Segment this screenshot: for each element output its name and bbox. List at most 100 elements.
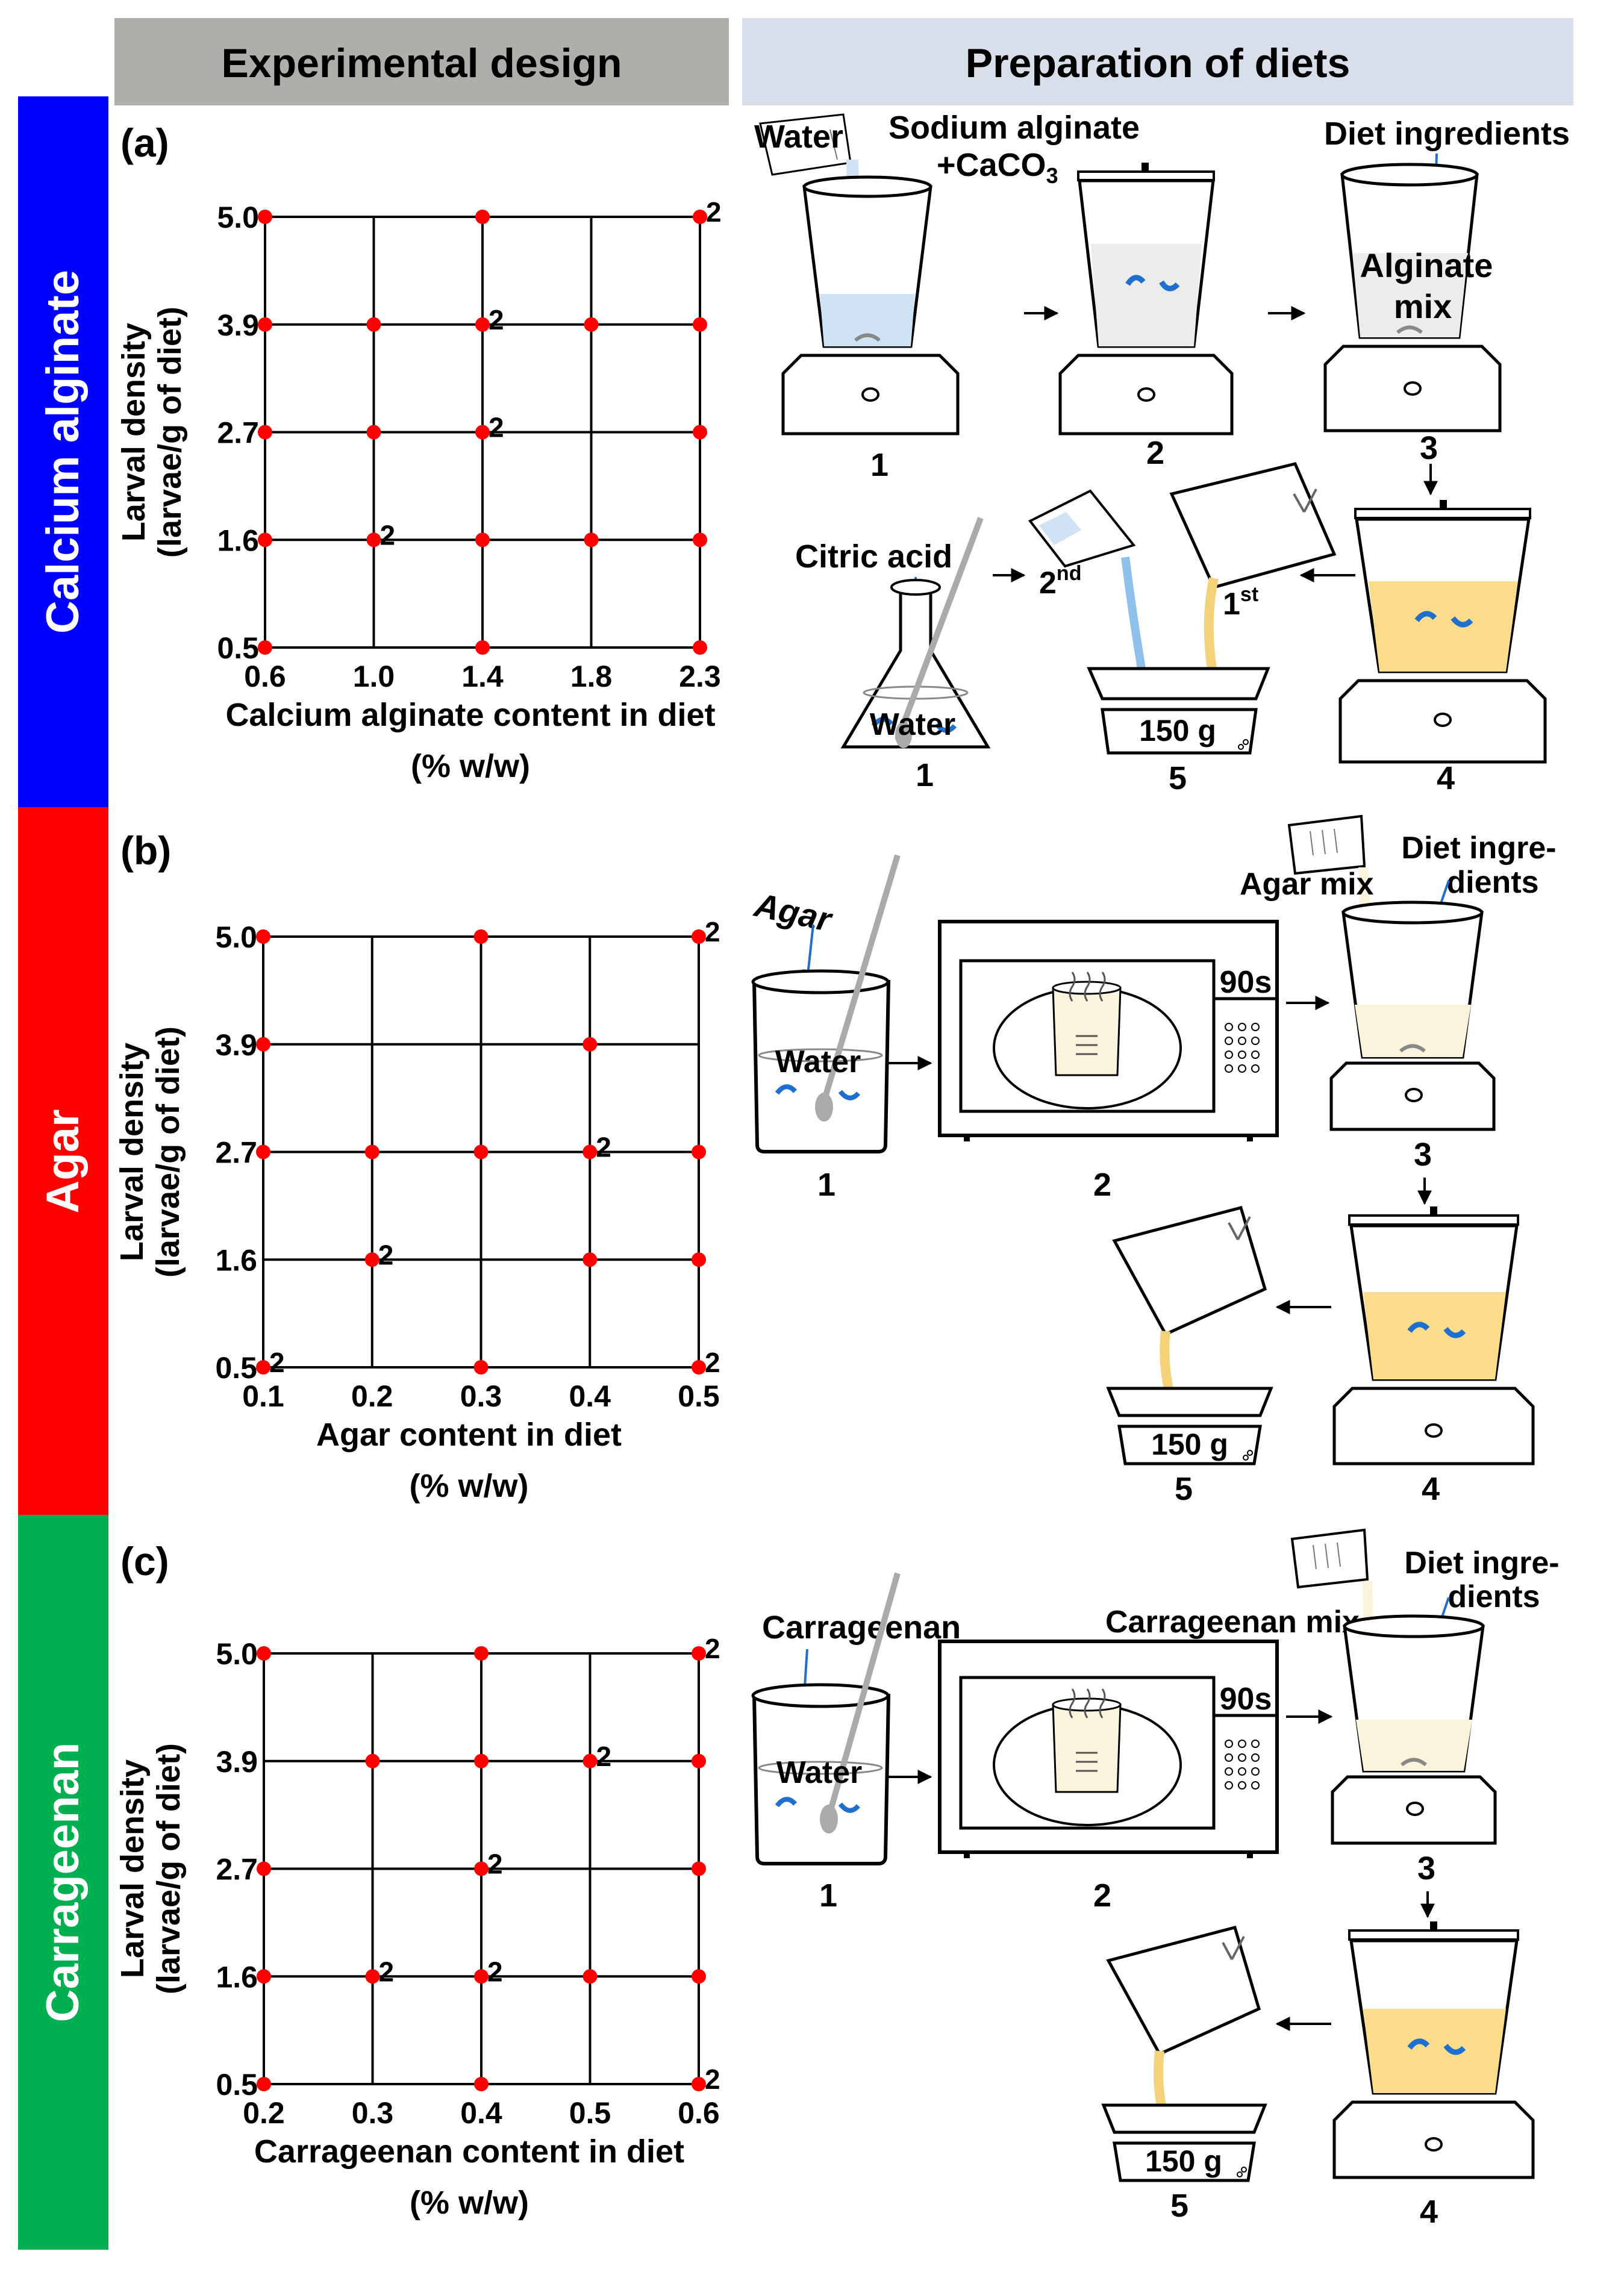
design-point <box>692 1646 706 1661</box>
design-point <box>475 532 490 548</box>
design-point <box>584 532 599 548</box>
design-point <box>365 1969 380 1984</box>
design-point <box>364 1252 379 1267</box>
y-tick-label: 2.7 <box>216 1853 258 1887</box>
design-point <box>692 1252 706 1267</box>
step-b3: 3 <box>1414 1137 1432 1173</box>
flask-icon <box>840 517 991 749</box>
design-point <box>475 210 490 224</box>
liquid-stream <box>1121 557 1146 670</box>
design-point <box>473 929 489 944</box>
step-b2: 2 <box>1093 1167 1111 1203</box>
step-c2: 2 <box>1093 1877 1111 1914</box>
y-tick-label: 1.6 <box>215 1243 257 1277</box>
x-axis-unit: (% w/w) <box>410 2185 529 2221</box>
x-axis-unit: (% w/w) <box>410 1468 529 1504</box>
diet-stream <box>1204 577 1219 670</box>
design-point <box>582 1969 598 1984</box>
design-point <box>366 532 381 548</box>
design-point <box>258 210 272 224</box>
replicate-label: 2 <box>705 916 720 947</box>
header-experimental-design: Experimental design <box>114 18 729 105</box>
scale-reading-b: 150 g <box>1151 1428 1228 1461</box>
y-tick-label: 2.7 <box>215 1136 257 1170</box>
label-agar-mix: Agar mix <box>1240 867 1374 902</box>
design-point <box>473 1144 489 1159</box>
prep-agar: Agar Water 1 <box>751 814 1557 1507</box>
x-axis-label: Agar content in diet <box>316 1417 622 1453</box>
label-caco3: +CaCO3 <box>937 147 1058 188</box>
design-point <box>257 1646 271 1661</box>
label-diet-line2-c: dients <box>1448 1579 1540 1614</box>
design-point <box>692 1144 706 1159</box>
y-tick-label: 2.7 <box>217 416 259 450</box>
scale-reading-c: 150 g <box>1145 2144 1222 2178</box>
design-point <box>474 1969 489 1984</box>
band-calcium-alginate: Calcium alginate <box>18 96 108 807</box>
y-axis-label: Larval density <box>114 1759 151 1978</box>
label-water: Water <box>754 119 843 155</box>
design-point <box>693 425 707 440</box>
design-point <box>473 1360 489 1375</box>
blender-icon <box>1332 1206 1535 1465</box>
design-point <box>258 640 272 655</box>
header-preparation-of-diets: Preparation of diets <box>742 18 1573 105</box>
replicate-label: 2 <box>489 412 504 443</box>
x-tick-label: 0.4 <box>569 1379 611 1413</box>
label-beaker-water-c: Water <box>776 1755 863 1790</box>
y-tick-label: 5.0 <box>215 920 257 954</box>
x-tick-label: 1.8 <box>570 660 613 693</box>
design-point <box>693 317 707 332</box>
replicate-label: 2 <box>596 1132 611 1163</box>
microwave-icon <box>938 920 1279 1141</box>
design-point <box>256 1037 270 1052</box>
prep-carrageenan: Carrageenan Water 1 <box>751 1528 1560 2230</box>
step-b1: 1 <box>817 1167 835 1203</box>
label-mix: mix <box>1394 287 1452 325</box>
scale-icon <box>1101 2103 1267 2182</box>
x-tick-label: 1.4 <box>461 660 504 693</box>
label-second: 2nd <box>1039 562 1081 601</box>
band-label-carrageenan: Carrageenan <box>37 1743 89 2023</box>
design-point <box>256 1144 270 1159</box>
scale-icon <box>1087 667 1270 755</box>
y-tick-label: 1.6 <box>216 1960 258 1994</box>
y-tick-label: 5.0 <box>216 1637 258 1671</box>
step-c1: 1 <box>819 1877 837 1914</box>
prep-calcium-alginate: Water Sodium alginate +CaCO3 1 2 <box>754 110 1570 796</box>
replicate-label: 2 <box>380 519 396 551</box>
replicate-label: 2 <box>269 1347 285 1378</box>
design-point <box>582 1252 598 1267</box>
label-citric-acid: Citric acid <box>795 538 952 575</box>
y-tick-label: 1.6 <box>217 523 259 557</box>
replicate-label: 2 <box>705 1633 720 1664</box>
x-tick-label: 0.2 <box>243 2096 285 2130</box>
design-point <box>364 1144 379 1159</box>
design-point <box>475 425 490 440</box>
blender-icon <box>1331 1614 1497 1845</box>
replicate-label: 2 <box>706 196 722 228</box>
design-point <box>257 1969 271 1984</box>
design-point <box>258 532 272 548</box>
label-carrageenan: Carrageenan <box>762 1609 961 1646</box>
design-point <box>256 929 270 944</box>
design-point <box>582 1753 598 1768</box>
y-axis-label: Larval density <box>116 323 152 542</box>
panel-label-a: (a) <box>120 120 169 165</box>
x-tick-label: 0.3 <box>352 2096 394 2130</box>
measuring-cup-icon <box>1106 1925 1261 2056</box>
replicate-label: 2 <box>705 1347 720 1378</box>
replicate-label: 2 <box>378 1239 394 1270</box>
step-a1-second: 1 <box>916 757 934 793</box>
design-point <box>256 1360 270 1375</box>
y-axis-label: Larval density <box>114 1043 150 1261</box>
step-b5: 5 <box>1175 1471 1193 1507</box>
measuring-cup-icon <box>1028 489 1136 568</box>
timer-b: 90s <box>1220 965 1272 1000</box>
label-first: 1st <box>1223 583 1258 622</box>
diet-stream-c <box>1154 2050 1166 2106</box>
timer-c: 90s <box>1220 1682 1272 1717</box>
